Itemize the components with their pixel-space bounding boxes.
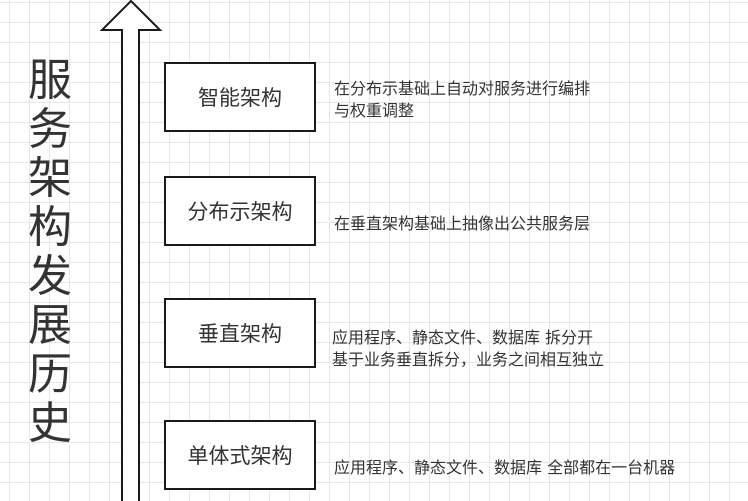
- stage-box-intelligent: 智能架构: [164, 62, 316, 132]
- stage-desc-distributed: 在垂直架构基础上抽像出公共服务层: [334, 213, 590, 235]
- stage-desc-line: 基于业务垂直拆分，业务之间相互独立: [332, 350, 605, 369]
- title-char: 架: [28, 153, 72, 204]
- diagram-title: 服 务 架 构 发 展 历 史: [22, 56, 78, 448]
- stage-desc-line: 应用程序、静态文件、数据库 拆分开: [332, 328, 594, 347]
- stage-desc-line: 在分布示基础上自动对服务进行编排: [334, 79, 591, 98]
- stage-label: 分布示架构: [187, 200, 293, 224]
- title-char: 展: [28, 300, 72, 351]
- evolution-arrow-shape: [99, 0, 163, 501]
- stage-box-vertical: 垂直架构: [164, 298, 316, 368]
- stage-desc-intelligent: 在分布示基础上自动对服务进行编排 与权重调整: [334, 78, 590, 122]
- stage-desc-line: 应用程序、静态文件、数据库 全部都在一台机器: [334, 458, 676, 477]
- title-char: 史: [28, 398, 72, 449]
- stage-label: 垂直架构: [198, 322, 282, 346]
- stage-desc-line: 在垂直架构基础上抽像出公共服务层: [334, 214, 591, 233]
- stage-desc-monolithic: 应用程序、静态文件、数据库 全部都在一台机器: [334, 457, 675, 479]
- title-char: 务: [28, 104, 72, 155]
- stage-label: 单体式架构: [187, 444, 293, 468]
- stage-desc-line: 与权重调整: [334, 101, 415, 120]
- stage-desc-vertical: 应用程序、静态文件、数据库 拆分开 基于业务垂直拆分，业务之间相互独立: [332, 327, 604, 371]
- stage-box-monolithic: 单体式架构: [164, 420, 316, 490]
- stage-box-distributed: 分布示架构: [164, 176, 316, 246]
- title-char: 发: [28, 251, 72, 302]
- stage-label: 智能架构: [198, 86, 282, 110]
- title-char: 构: [28, 202, 72, 253]
- title-char: 历: [28, 349, 72, 400]
- title-char: 服: [28, 55, 72, 106]
